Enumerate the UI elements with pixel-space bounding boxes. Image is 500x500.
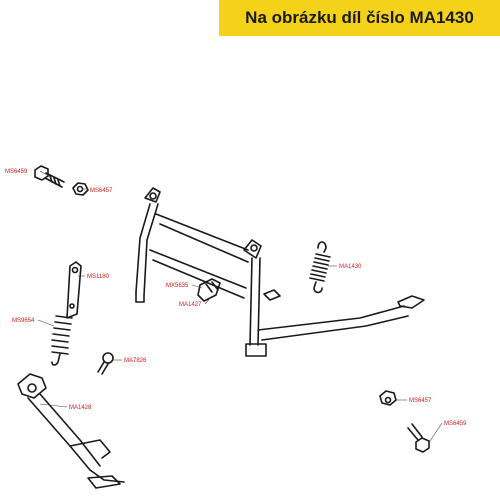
leader-ma1428	[39, 403, 68, 408]
leader-ms9654	[37, 319, 55, 327]
nut-ms6457-bottom	[379, 390, 397, 406]
label-ma1430: MA1430	[339, 264, 362, 270]
leader-mx5635	[191, 284, 203, 289]
leader-ms6459-top	[39, 170, 53, 179]
label-ms9654: MS9654	[12, 318, 35, 324]
label-ms1180: MS1180	[87, 274, 110, 280]
bracket-ms1180	[66, 261, 82, 319]
bolt-ms6459-bottom	[407, 423, 430, 453]
leader-ms6459-bottom	[427, 422, 443, 445]
main-stand-frame	[135, 187, 425, 357]
banner-title: Na obrázku díl číslo MA1430	[245, 8, 474, 27]
label-ma1427: MA1427	[179, 302, 202, 308]
label-ms6457-top: MS6457	[90, 188, 113, 194]
side-stand-ma1428	[17, 373, 125, 489]
label-ms6459-bottom: MS6459	[444, 421, 467, 427]
leader-ma1427	[204, 295, 213, 305]
label-ma1428: MA1428	[69, 405, 92, 411]
part-number-banner: Na obrázku díl číslo MA1430	[219, 0, 500, 36]
spring-ms9654	[51, 315, 73, 366]
label-ms6459-top: MS6459	[5, 169, 28, 175]
label-ma7826: MA7826	[124, 358, 147, 364]
spacer-mx5635	[197, 278, 221, 302]
label-ms6457-bottom: MS6457	[409, 398, 432, 404]
pin-ma7826	[97, 352, 114, 375]
label-mx5635: MX5635	[166, 283, 189, 289]
spring-ma1430	[309, 241, 331, 294]
